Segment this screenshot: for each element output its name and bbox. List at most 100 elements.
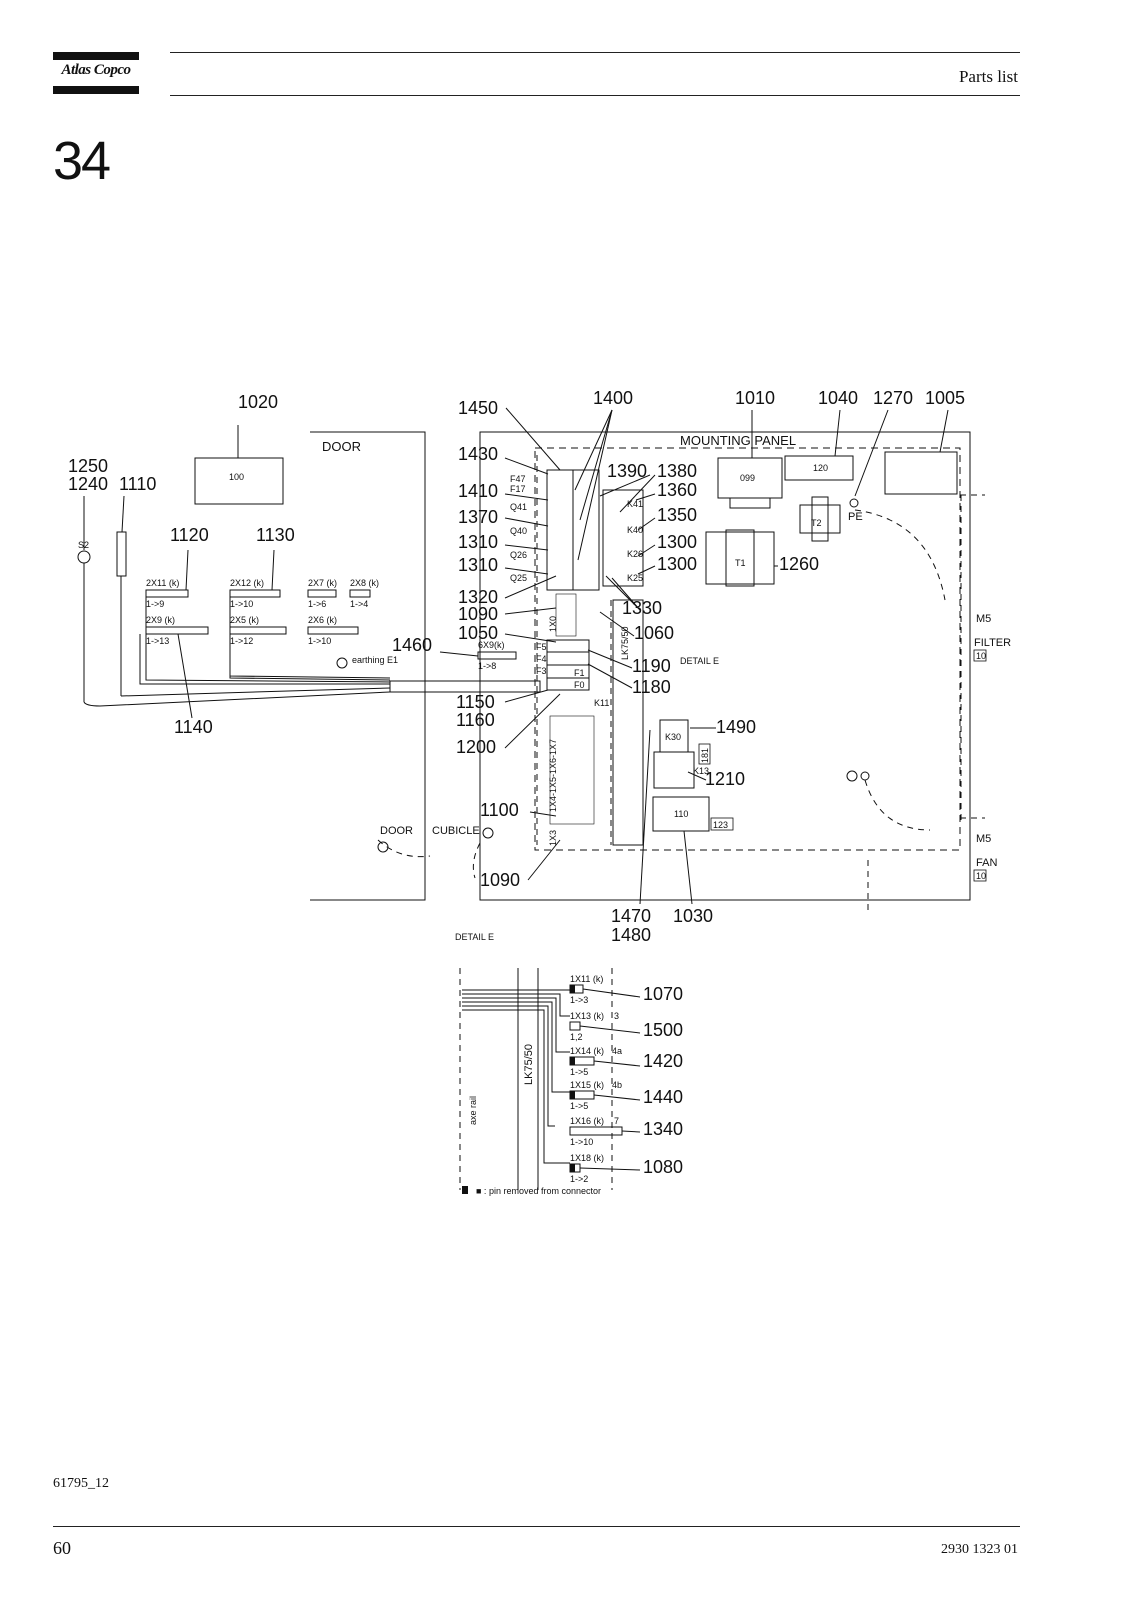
callout-1300: 1300 [657,554,697,574]
callout-1140: 1140 [174,717,213,737]
callout-1420: 1420 [643,1051,683,1071]
callout-1010: 1010 [735,388,775,408]
f0-label: F0 [574,680,585,690]
callout-1460: 1460 [392,635,432,655]
callout-1005: 1005 [925,388,965,408]
callout-1390: 1390 [607,461,647,481]
m5-filter-label: M5 [976,613,991,625]
page-number: 60 [53,1538,71,1558]
callout-1190: 1190 [632,656,671,676]
box-123-label: 123 [713,820,728,830]
t2-label: T2 [811,518,822,528]
fan-label: FAN [976,857,997,869]
box-110-label: 110 [674,809,688,819]
callout-1250: 1250 [68,456,108,476]
door-label: DOOR [322,439,361,454]
connector-label: 2X5 (k) [230,615,259,625]
k26-label: K26 [627,549,643,559]
box-181-label: 181 [700,748,710,763]
connector-range: 1->10 [308,636,331,646]
header-top-rule [170,52,1020,53]
connector-range: 1->8 [478,661,496,671]
callout-1270: 1270 [873,388,913,408]
callout-1440: 1440 [643,1087,683,1107]
pin-note: ■ : pin removed from connector [476,1186,601,1196]
box-120-label: 120 [813,463,828,473]
x0-label: 1X0 [548,616,558,632]
pe-label: PE [848,511,863,523]
callout-1320: 1320 [458,587,498,607]
connector-range: 1->13 [146,636,169,646]
detail-connector-tag: 4a [612,1046,622,1056]
detail-connector-range: 1,2 [570,1032,583,1042]
f17-label: F17 [510,484,526,494]
detail-connectors: 1X11 (k) 1->3 1X13 (k) 3 1,2 1X14 (k) 4a… [570,974,622,1184]
callout-1100: 1100 [480,800,519,820]
filter-label: FILTER [974,637,1011,649]
detail-e2-label: DETAIL E [455,932,494,942]
f47-label: F47 [510,474,526,484]
callout-1300: 1300 [657,532,697,552]
door-connectors: 2X11 (k) 1->9 2X12 (k) 1->10 2X7 (k) 1->… [146,578,505,671]
connector-label: 2X6 (k) [308,615,337,625]
m5-fan-label: M5 [976,833,991,845]
f3-label: F3 [536,666,547,676]
callout-1150: 1150 [456,692,495,712]
k13-label: K13 [693,766,709,776]
f4-label: F4 [536,654,547,664]
q25-label: Q25 [510,573,527,583]
callout-1240: 1240 [68,474,108,494]
k30-label: K30 [665,732,681,742]
detail-connector-label: 1X18 (k) [570,1153,604,1163]
callout-1450: 1450 [458,398,498,418]
detail-connector-range: 1->2 [570,1174,588,1184]
box-100-label: 100 [229,472,244,482]
callout-1260: 1260 [779,554,819,574]
connector-range: 1->4 [350,599,368,609]
box-10b-label: 10 [976,871,986,881]
connector-label: 6X9(k) [478,640,505,650]
detail-connector-range: 1->3 [570,995,588,1005]
callout-1080: 1080 [643,1157,683,1177]
callout-1050: 1050 [458,623,498,643]
connector-label: 2X9 (k) [146,615,175,625]
callout-1090: 1090 [480,870,520,890]
callout-1350: 1350 [657,505,697,525]
t1-label: T1 [735,558,746,568]
callout-1160: 1160 [456,710,495,730]
k41-label: K41 [627,499,643,509]
connector-range: 1->6 [308,599,326,609]
footer-rule [53,1526,1020,1527]
k11-label: K11 [594,698,609,708]
callout-1490: 1490 [716,717,756,737]
header-bottom-rule [170,95,1020,96]
connector-label: 2X11 (k) [146,578,179,588]
callout-1090: 1090 [458,604,498,624]
callout-1130: 1130 [256,525,295,545]
k25-label: K25 [627,573,643,583]
connector-range: 1->9 [146,599,164,609]
f5-label: F5 [536,642,547,652]
callout-1370: 1370 [458,507,498,527]
header-title: Parts list [958,67,1018,86]
detail-connector-label: 1X14 (k) [570,1046,604,1056]
callout-1060: 1060 [634,623,674,643]
box-10a-label: 10 [976,651,986,661]
callout-1310: 1310 [458,532,498,552]
lk75b-label: LK75/50 [523,1044,535,1085]
connector-range: 1->10 [230,599,253,609]
detail-connector-tag: 7 [614,1116,619,1126]
callout-1200: 1200 [456,737,496,757]
detail-connector-range: 1->5 [570,1101,588,1111]
callout-1380: 1380 [657,461,697,481]
detail-connector-label: 1X13 (k) [570,1011,604,1021]
callout-1020: 1020 [238,392,278,412]
callout-1110: 1110 [119,474,156,494]
figure-id: 61795_12 [53,1476,109,1491]
callout-1360: 1360 [657,480,697,500]
callout-1500: 1500 [643,1020,683,1040]
cubicle-label: CUBICLE [432,825,480,837]
drawing-labels: DOOR DOOR CUBICLE MOUNTING PANEL DETAIL … [78,433,1011,1196]
callout-1480: 1480 [611,925,651,945]
